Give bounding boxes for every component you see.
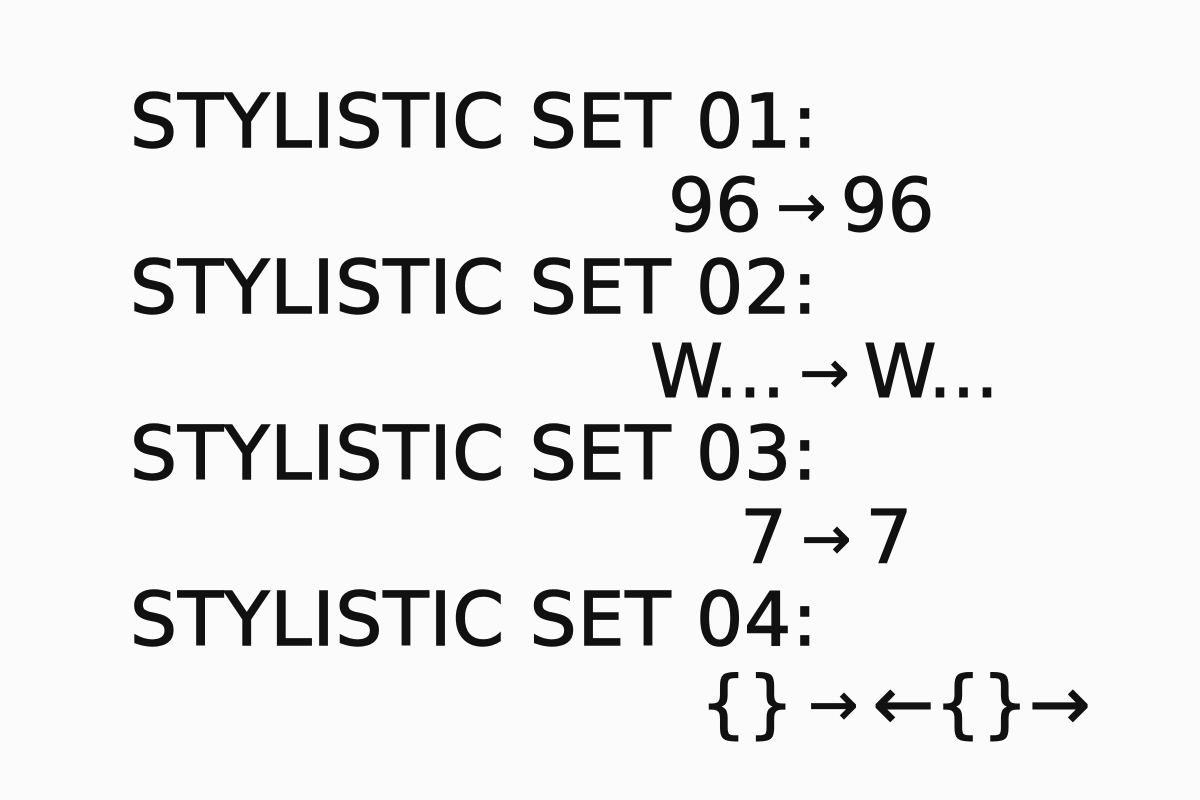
set-04-sample: {}→←{}→ bbox=[699, 661, 1091, 747]
set-01-sample: 96→96 bbox=[667, 163, 935, 249]
set-02-sample: W...→W... bbox=[649, 329, 999, 415]
set-01-default-glyph: 96 bbox=[667, 163, 763, 249]
set-01-alternate-glyph: 96 bbox=[840, 163, 935, 249]
set-04-alternate-glyph: ←{}→ bbox=[872, 661, 1091, 747]
set-02-heading: STYLISTIC SET 02: bbox=[129, 245, 819, 331]
set-03-sample: 7→7 bbox=[739, 495, 913, 581]
set-04-heading: STYLISTIC SET 04: bbox=[129, 577, 819, 663]
arrow-right-icon: → bbox=[776, 172, 827, 243]
arrow-right-icon: → bbox=[801, 504, 852, 575]
set-03-alternate-glyph: 7 bbox=[865, 495, 913, 581]
set-03-default-glyph: 7 bbox=[739, 495, 788, 581]
set-02-alternate-glyph: W... bbox=[863, 329, 999, 415]
set-01-heading: STYLISTIC SET 01: bbox=[129, 79, 819, 165]
arrow-right-icon: → bbox=[799, 338, 850, 409]
arrow-right-icon: → bbox=[808, 670, 859, 741]
set-03-heading: STYLISTIC SET 03: bbox=[129, 411, 819, 497]
set-04-default-glyph: {} bbox=[699, 661, 795, 747]
set-02-default-glyph: W... bbox=[649, 329, 786, 415]
